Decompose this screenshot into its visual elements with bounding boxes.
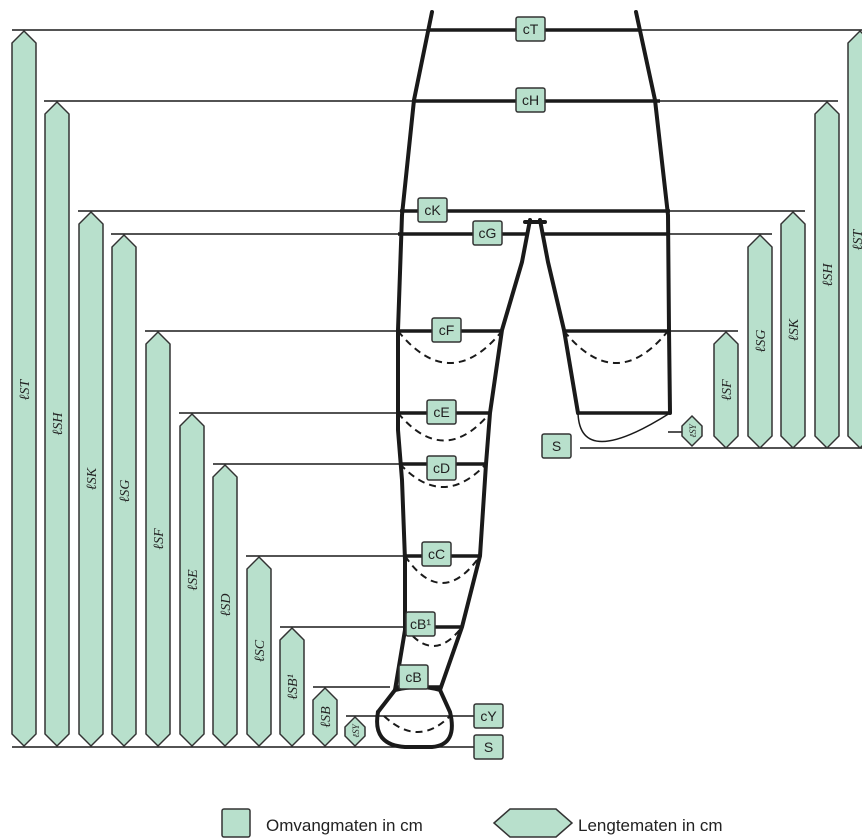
bar-label-lSK-left: ℓSK xyxy=(85,467,100,490)
label-cD: cD xyxy=(426,455,457,481)
bar-lSC-left xyxy=(246,555,272,748)
legend-length-label: Lengtematen in cm xyxy=(578,816,723,835)
bar-lSY-right xyxy=(681,414,703,448)
bar-lSG-left xyxy=(111,233,137,748)
bar-lSB-left xyxy=(312,686,338,748)
label-cF: cF xyxy=(431,317,462,343)
bar-lST-right xyxy=(847,29,862,450)
right-leg-inner-edge xyxy=(538,218,580,415)
bar-label-lST-left: ℓST xyxy=(18,378,33,400)
dashed-curves xyxy=(383,330,671,733)
svg-text:cY: cY xyxy=(480,708,497,724)
svg-text:cC: cC xyxy=(428,546,445,562)
legend-circumference-swatch xyxy=(221,808,251,838)
svg-text:cF: cF xyxy=(439,322,455,338)
dash-f-left xyxy=(397,330,503,364)
bar-lSD-left xyxy=(212,463,238,748)
bar-label-lSH-left: ℓSH xyxy=(51,412,66,436)
svg-text:S: S xyxy=(552,438,561,454)
left-leg-outer-edge xyxy=(376,10,434,714)
label-S-right: S xyxy=(541,433,572,459)
bar-label-lSF-left: ℓSF xyxy=(152,528,167,550)
label-cB: cB xyxy=(398,664,429,690)
svg-text:cT: cT xyxy=(523,21,539,37)
bar-label-lSB-left: ℓSB xyxy=(319,706,334,728)
svg-text:S: S xyxy=(484,739,493,755)
circumference-lines xyxy=(395,28,670,689)
bar-label-lSH-right: ℓSH xyxy=(821,263,836,287)
bar-lST-left xyxy=(11,29,37,748)
label-cK: cK xyxy=(417,197,448,223)
svg-text:cH: cH xyxy=(522,92,539,108)
length-bars-right xyxy=(681,29,862,450)
label-cY: cY xyxy=(473,703,504,729)
svg-text:cB: cB xyxy=(405,669,421,685)
bar-lSH-right xyxy=(814,100,840,450)
bar-label-lSY-left: ℓSY xyxy=(351,723,361,737)
label-cG: cG xyxy=(472,220,503,246)
bar-lSB1-left xyxy=(279,626,305,748)
svg-text:cB¹: cB¹ xyxy=(410,616,431,632)
dash-d xyxy=(399,463,487,488)
dash-c xyxy=(404,555,481,584)
bar-label-lSK-right: ℓSK xyxy=(787,318,802,341)
bar-label-lSF-right: ℓSF xyxy=(720,379,735,401)
label-cE: cE xyxy=(426,399,457,425)
label-cC: cC xyxy=(421,541,452,567)
legend: Omvangmaten in cm Lengtematen in cm xyxy=(221,808,723,838)
right-leg-outer-edge xyxy=(634,10,672,415)
bar-lSK-right xyxy=(780,210,806,450)
label-cT: cT xyxy=(515,16,546,42)
svg-text:cK: cK xyxy=(424,202,441,218)
circumference-label-group: cT cH cK cG cF cE cD cC xyxy=(398,16,572,760)
label-S-left: S xyxy=(473,734,504,760)
bar-label-lSC-left: ℓSC xyxy=(253,639,268,662)
bar-lSF-left xyxy=(145,330,171,748)
bar-lSG-right xyxy=(747,233,773,450)
svg-text:cE: cE xyxy=(433,404,449,420)
left-leg-inner-edge xyxy=(438,218,532,692)
svg-text:cG: cG xyxy=(479,225,497,241)
svg-text:cD: cD xyxy=(433,460,450,476)
label-cB1: cB¹ xyxy=(405,611,436,637)
length-bar-labels-right: ℓSF ℓSG ℓSK ℓSH ℓST ℓSY xyxy=(688,228,862,437)
dash-f-right xyxy=(563,330,669,364)
bar-label-lSD-left: ℓSD xyxy=(219,594,234,617)
bar-label-lSG-right: ℓSG xyxy=(754,330,769,353)
dash-b1 xyxy=(404,626,463,647)
bar-lSE-left xyxy=(179,412,205,748)
length-bars-left xyxy=(11,29,366,748)
legend-circumference-label: Omvangmaten in cm xyxy=(266,816,423,835)
length-bar-labels-left: ℓST ℓSH ℓSK ℓSG ℓSF ℓSE ℓSD ℓSC ℓSB¹ ℓSB… xyxy=(18,378,361,737)
bar-lSY-left xyxy=(344,715,366,748)
dash-y xyxy=(383,715,451,733)
dash-foot-right xyxy=(577,412,671,443)
bar-label-lSE-left: ℓSE xyxy=(186,569,201,591)
bar-lSF-right xyxy=(713,330,739,450)
legend-length-swatch xyxy=(492,808,574,838)
dash-e xyxy=(397,412,491,442)
label-cH: cH xyxy=(515,87,546,113)
bar-label-lSB1-left: ℓSB¹ xyxy=(286,674,301,700)
bar-label-lST-right: ℓST xyxy=(851,228,862,250)
reference-lines xyxy=(12,29,862,748)
bar-lSK-left xyxy=(78,210,104,748)
bar-lSH-left xyxy=(44,100,70,748)
bar-label-lSG-left: ℓSG xyxy=(118,480,133,503)
bar-label-lSY-right: ℓSY xyxy=(688,423,698,437)
